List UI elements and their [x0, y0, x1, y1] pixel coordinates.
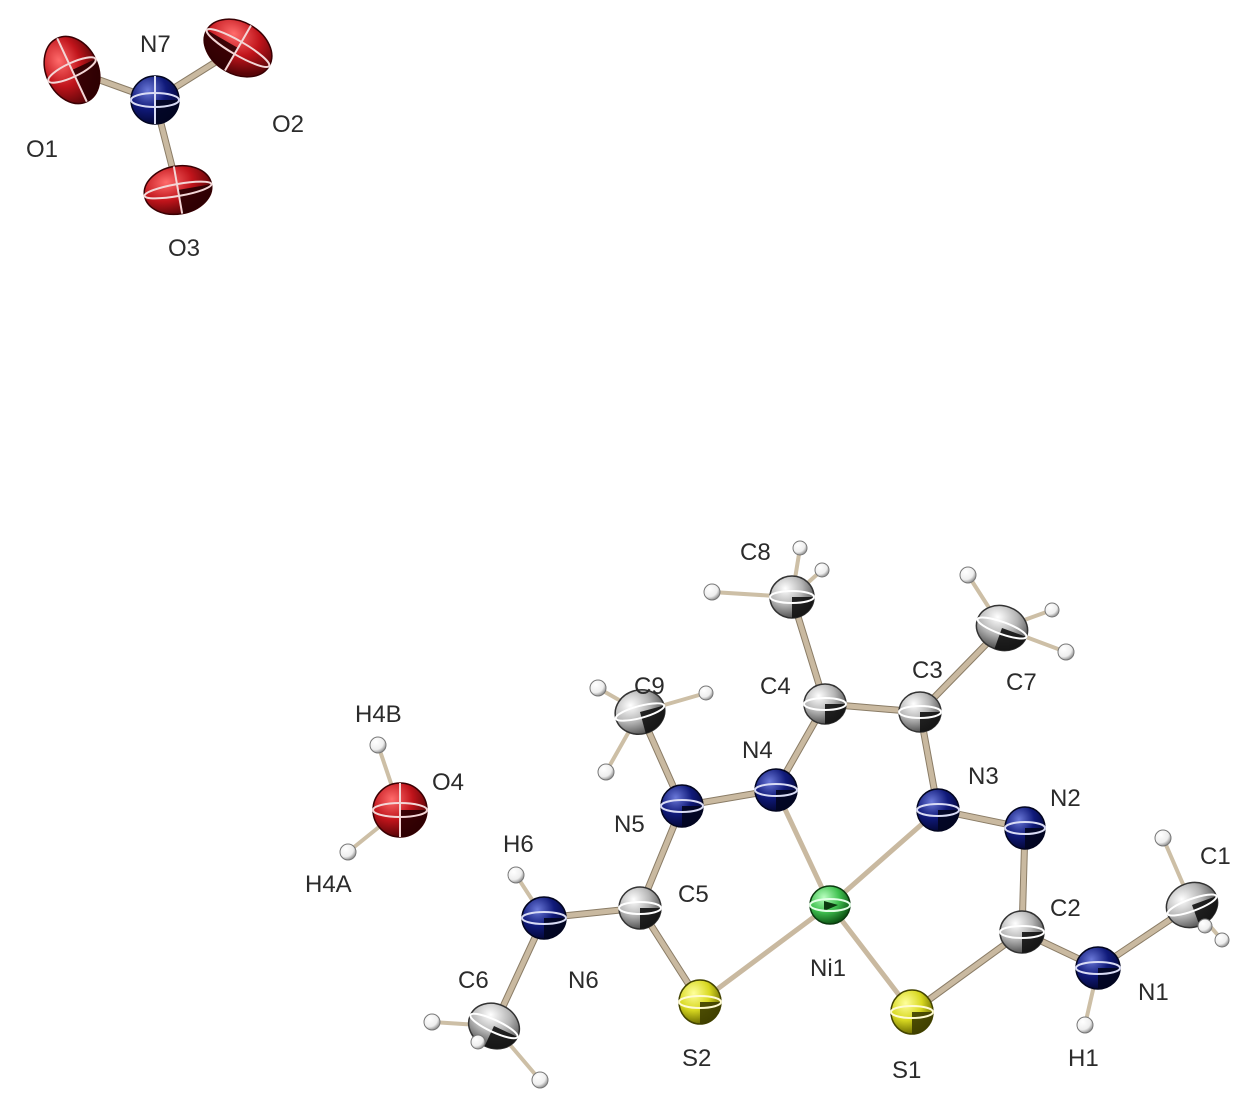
atom-N1-ellipsoid [1075, 946, 1121, 990]
atom-C5-ellipsoid [618, 886, 662, 930]
atom-C1-ellipsoid [1165, 881, 1219, 929]
label-C6: C6 [458, 967, 489, 994]
label-O1: O1 [26, 136, 58, 163]
bond-Ni1-S2 [697, 902, 833, 1005]
label-C5: C5 [678, 881, 709, 908]
bond-Ni1-S1 [827, 902, 915, 1015]
atom-C7-ellipsoid [975, 604, 1029, 652]
label-C3: C3 [912, 657, 943, 684]
label-C8: C8 [740, 539, 771, 566]
atom-C9-ellipsoid [614, 689, 666, 735]
label-O2: O2 [272, 111, 304, 138]
atom-N6-ellipsoid [521, 896, 567, 940]
label-N1: N1 [1138, 979, 1169, 1006]
atom-C4-ellipsoid [803, 683, 847, 725]
atom-C8-ellipsoid [769, 575, 815, 619]
label-N7: N7 [140, 31, 171, 58]
hydrogen-atoms [339, 540, 1230, 1089]
label-N3: N3 [968, 763, 999, 790]
atom-layer [43, 18, 1230, 1089]
label-H4B: H4B [355, 701, 402, 728]
atom-C3-ellipsoid [898, 691, 942, 733]
atom-N4-ellipsoid [754, 768, 798, 812]
label-layer: N7 O1 O2 O3 H4B O4 H4A C8 C9 C4 C3 C7 N4… [26, 31, 1231, 1084]
label-C2: C2 [1050, 895, 1081, 922]
label-N6: N6 [568, 967, 599, 994]
atom-Ni1-ellipsoid [809, 885, 851, 925]
label-O4: O4 [432, 769, 464, 796]
label-H6: H6 [503, 831, 534, 858]
label-N2: N2 [1050, 785, 1081, 812]
atom-N7-ellipsoid [130, 75, 180, 125]
atom-O3-ellipsoid [143, 164, 213, 216]
atom-N2-ellipsoid [1004, 806, 1046, 850]
label-S2: S2 [682, 1045, 711, 1072]
atom-N5-ellipsoid [660, 784, 704, 828]
label-Ni1: Ni1 [810, 955, 846, 982]
atom-S2-ellipsoid [678, 979, 722, 1025]
atom-O1-ellipsoid [43, 35, 101, 105]
bond-N3-Ni1 [827, 807, 941, 908]
label-H1: H1 [1068, 1045, 1099, 1072]
label-C9: C9 [634, 673, 665, 700]
label-N5: N5 [614, 811, 645, 838]
atom-C6-ellipsoid [467, 1002, 521, 1050]
label-C7: C7 [1006, 669, 1037, 696]
label-C4: C4 [760, 673, 791, 700]
label-N4: N4 [742, 737, 773, 764]
label-S1: S1 [892, 1057, 921, 1084]
label-C1: C1 [1200, 843, 1231, 870]
atom-O2-ellipsoid [203, 18, 273, 78]
atom-C2-ellipsoid [999, 910, 1045, 954]
atom-O4-ellipsoid [372, 782, 428, 838]
atom-S1-ellipsoid [890, 989, 934, 1035]
label-H4A: H4A [305, 871, 352, 898]
label-O3: O3 [168, 235, 200, 262]
atom-N3-ellipsoid [916, 788, 960, 832]
